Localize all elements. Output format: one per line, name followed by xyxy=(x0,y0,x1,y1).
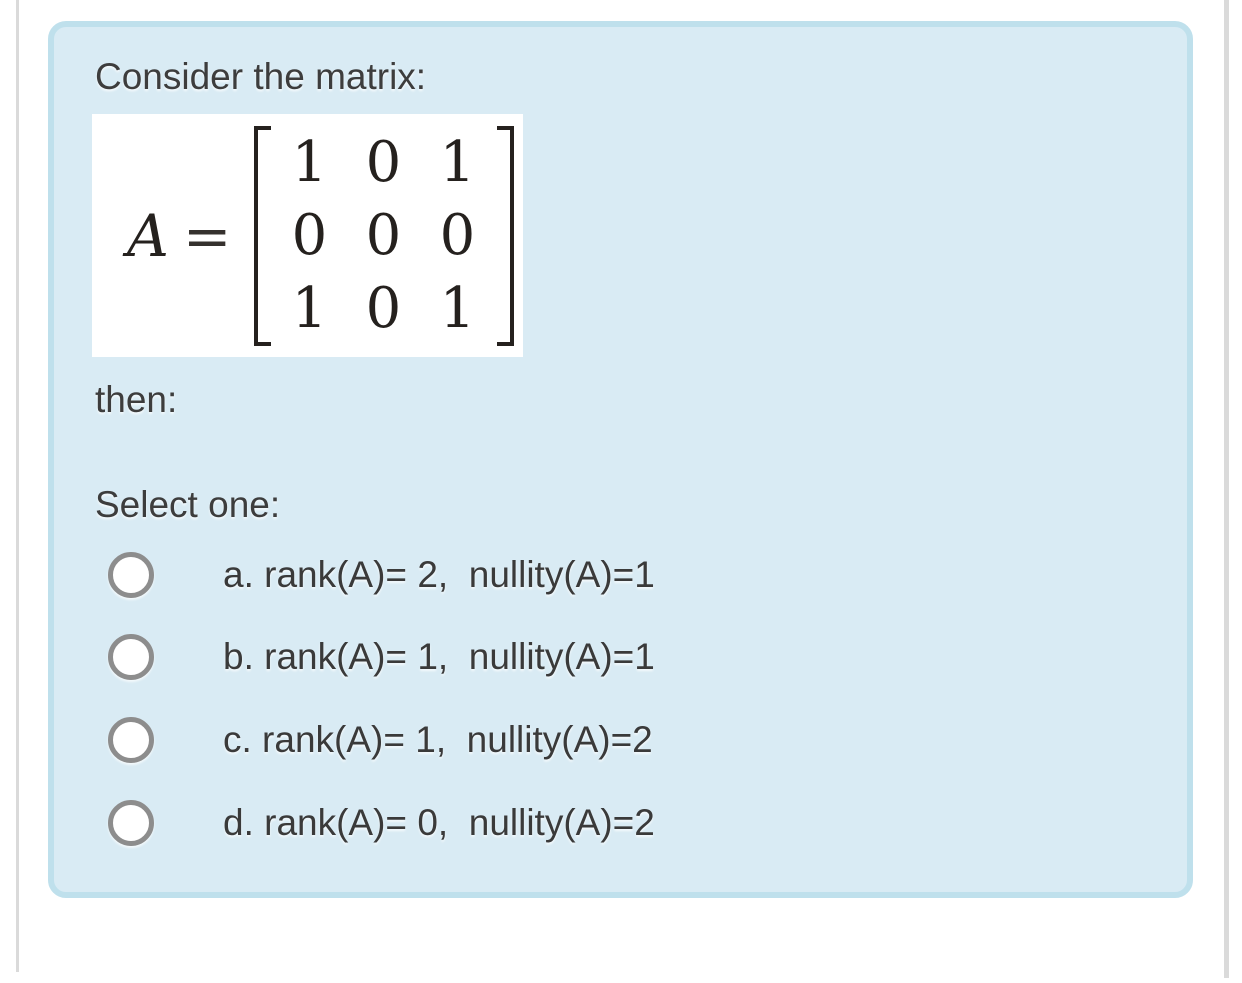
matrix-bracket-right-icon xyxy=(496,125,514,346)
matrix-cell: 1 xyxy=(291,129,328,195)
matrix-figure: A = 1 0 1 0 0 0 1 0 1 xyxy=(92,114,523,357)
matrix-cell: 0 xyxy=(365,129,402,195)
select-one-label: Select one: xyxy=(95,484,281,525)
matrix-lhs: A = xyxy=(127,202,232,270)
matrix-variable: A xyxy=(127,201,169,270)
option-row-b[interactable]: b. rank(A)= 1, nullity(A)=1 xyxy=(108,634,655,680)
option-d-label[interactable]: d. rank(A)= 0, nullity(A)=2 xyxy=(223,802,655,843)
matrix-cell: 0 xyxy=(365,202,402,268)
option-c-label[interactable]: c. rank(A)= 1, nullity(A)=2 xyxy=(223,719,653,760)
matrix-brackets: 1 0 1 0 0 0 1 0 1 xyxy=(253,125,514,346)
option-a-label[interactable]: a. rank(A)= 2, nullity(A)=1 xyxy=(223,554,655,595)
question-prompt: Consider the matrix: xyxy=(95,56,427,97)
option-b-label[interactable]: b. rank(A)= 1, nullity(A)=1 xyxy=(223,636,655,677)
option-d-radio[interactable] xyxy=(108,800,154,846)
matrix-cell: 1 xyxy=(291,275,328,341)
matrix-bracket-left-icon xyxy=(253,125,271,346)
matrix-cell: 0 xyxy=(291,202,328,268)
matrix-cell: 0 xyxy=(439,202,476,268)
matrix-cell: 0 xyxy=(365,275,402,341)
matrix-grid: 1 0 1 0 0 0 1 0 1 xyxy=(271,126,497,346)
question-card: Consider the matrix: A = 1 0 1 0 0 0 1 0… xyxy=(48,21,1193,898)
matrix-cell: 1 xyxy=(439,129,476,195)
matrix-equals: = xyxy=(182,201,232,270)
option-c-radio[interactable] xyxy=(108,717,154,763)
option-b-radio[interactable] xyxy=(108,634,154,680)
option-row-c[interactable]: c. rank(A)= 1, nullity(A)=2 xyxy=(108,717,653,763)
option-row-d[interactable]: d. rank(A)= 0, nullity(A)=2 xyxy=(108,800,655,846)
option-a-radio[interactable] xyxy=(108,552,154,598)
left-page-rule xyxy=(16,0,19,972)
option-row-a[interactable]: a. rank(A)= 2, nullity(A)=1 xyxy=(108,552,655,598)
right-page-rule xyxy=(1224,0,1229,978)
matrix-cell: 1 xyxy=(439,275,476,341)
question-then: then: xyxy=(95,379,178,420)
